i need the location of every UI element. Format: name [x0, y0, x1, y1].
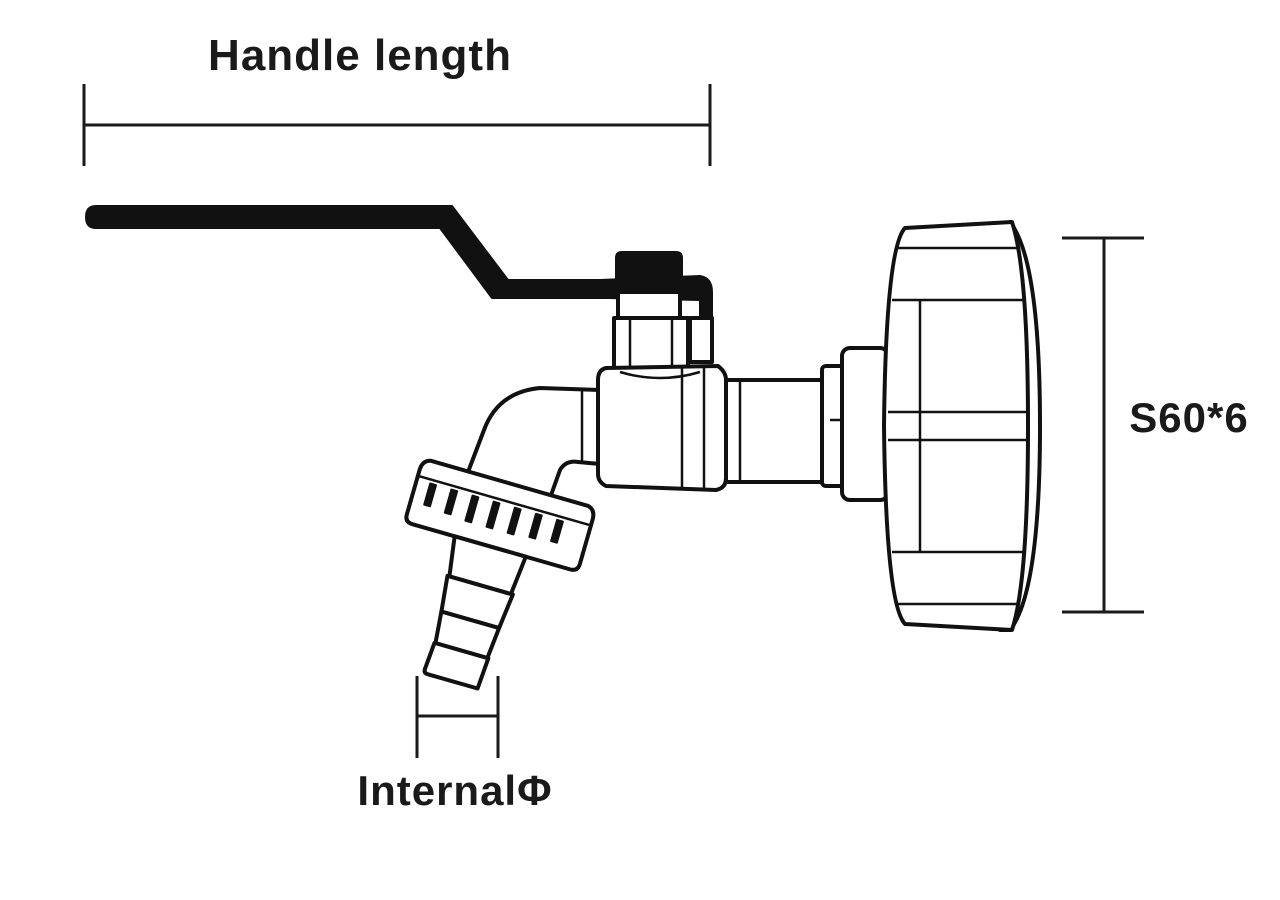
internal-diameter-label: InternalΦ: [357, 767, 552, 814]
handle-length-dimension: Handle length: [82, 31, 712, 166]
handle-length-label: Handle length: [208, 31, 512, 80]
valve-body: [596, 364, 728, 492]
lever-handle: [85, 205, 713, 327]
valve-stem: [612, 290, 714, 370]
threaded-cap: [882, 220, 1042, 632]
connecting-pipe: [724, 346, 890, 502]
thread-size-label: S60*6: [1129, 394, 1248, 441]
internal-diameter-dimension: InternalΦ: [357, 676, 552, 814]
thread-size-dimension: S60*6: [1062, 236, 1248, 614]
knurl-ridges: [423, 482, 564, 544]
hose-coupling: [404, 458, 596, 691]
